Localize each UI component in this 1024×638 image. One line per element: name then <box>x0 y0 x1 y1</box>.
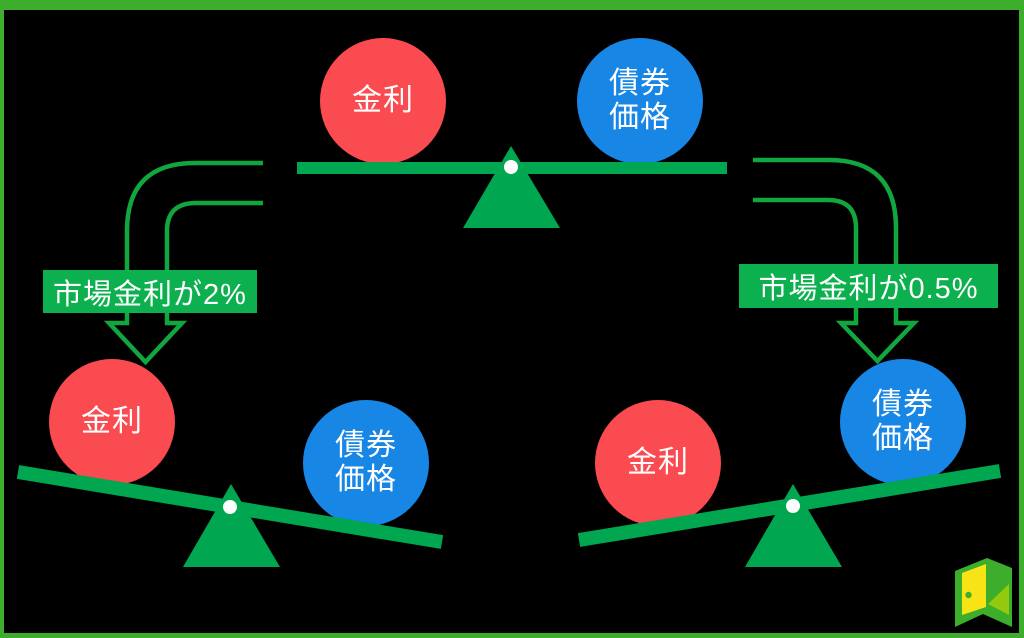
frame-border-right <box>1019 0 1024 638</box>
top-bond-price-circle: 債券 価格 <box>577 38 703 164</box>
curved-down-arrow-left <box>103 160 263 366</box>
curved-down-arrow-right <box>753 157 920 365</box>
bottom-right-interest-rate-circle: 金利 <box>595 400 721 526</box>
seesaw-pivot-dot <box>786 499 800 513</box>
logo-door-knob <box>965 591 972 599</box>
frame-border-bottom <box>0 633 1024 638</box>
logo-door-swing <box>988 584 1009 615</box>
circle-label-line: 債券 <box>609 67 671 101</box>
seesaw-fulcrum-triangle <box>463 146 560 228</box>
bottom-left-bond-price-circle: 債券 価格 <box>303 400 429 526</box>
circle-label-line: 価格 <box>872 422 934 455</box>
circle-label-line: 金利 <box>627 446 689 480</box>
top-interest-rate-circle: 金利 <box>320 38 446 164</box>
seesaw-fulcrum-triangle <box>183 484 280 567</box>
market-rate-2-percent-label: 市場金利が2% <box>43 270 257 313</box>
circle-label-line: 債券 <box>335 429 397 463</box>
frame-border-left <box>0 0 4 638</box>
logo-door-frame <box>955 558 1012 627</box>
logo-door-panel <box>962 564 986 615</box>
bottom-right-bond-price-circle: 債券 価格 <box>840 359 966 485</box>
circle-label-line: 価格 <box>335 463 397 496</box>
seesaw-fulcrum-triangle <box>745 484 842 567</box>
circle-label-line: 金利 <box>352 84 414 118</box>
market-rate-0.5-percent-label: 市場金利が0.5% <box>739 264 998 308</box>
seesaw-pivot-dot <box>223 500 237 514</box>
bottom-left-interest-rate-circle: 金利 <box>49 359 175 485</box>
circle-label-line: 債券 <box>872 388 934 422</box>
frame-border-top <box>0 0 1024 10</box>
circle-label-line: 金利 <box>81 405 143 439</box>
open-door-logo-icon <box>955 558 1012 627</box>
seesaw-pivot-dot <box>504 160 518 174</box>
seesaw-beam <box>297 162 727 174</box>
circle-label-line: 価格 <box>609 101 671 134</box>
